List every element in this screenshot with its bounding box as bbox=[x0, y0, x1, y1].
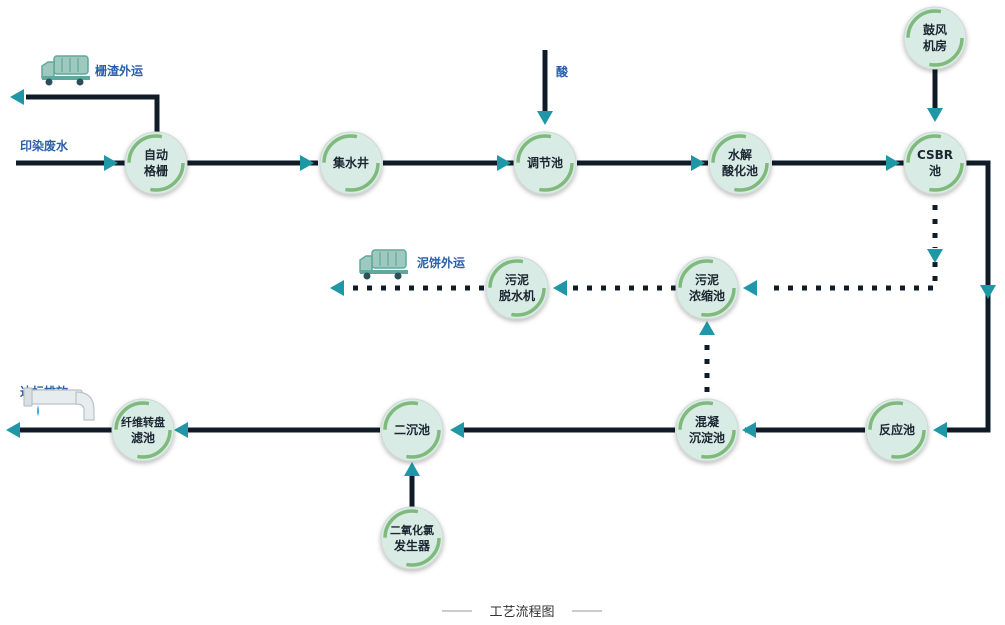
arrow-left-icon bbox=[6, 422, 20, 438]
node-adjust-tank: 调节池 bbox=[513, 131, 577, 195]
sludge-lines bbox=[345, 205, 938, 392]
label-acid: 酸 bbox=[556, 64, 569, 79]
node-label: 二氧化氯 bbox=[390, 523, 434, 537]
arrow-left-icon bbox=[450, 422, 464, 438]
node-label: 自动 bbox=[144, 147, 168, 162]
arrow-down-icon bbox=[927, 249, 943, 263]
node-csbr: CSBR 池 bbox=[903, 131, 967, 195]
dump-truck-icon bbox=[359, 249, 408, 280]
node-chlorine-dioxide: 二氧化氯 发生器 bbox=[380, 506, 444, 570]
caption: 工艺流程图 bbox=[442, 605, 602, 620]
node-label: 混凝 bbox=[695, 414, 720, 429]
node-label: 脱水机 bbox=[499, 288, 535, 303]
arrow-left-icon bbox=[174, 422, 188, 438]
node-sludge-thickener: 污泥 浓缩池 bbox=[675, 256, 739, 320]
node-auto-grid: 自动 格栅 bbox=[124, 131, 188, 195]
node-label: 鼓风 bbox=[923, 22, 947, 37]
arrow-up-icon bbox=[699, 321, 715, 335]
node-label: 集水井 bbox=[332, 155, 369, 170]
node-label: 水解 bbox=[728, 147, 752, 162]
node-label: 浓缩池 bbox=[689, 288, 725, 303]
arrow-right-icon bbox=[300, 155, 314, 171]
arrow-left-icon bbox=[330, 280, 344, 296]
nodes: 自动 格栅 集水井 调节池 水解 酸化池 CSBR 池 bbox=[111, 6, 967, 570]
node-label: CSBR bbox=[917, 148, 953, 162]
node-sludge-dewater: 污泥 脱水机 bbox=[485, 256, 549, 320]
node-label: 酸化池 bbox=[722, 163, 758, 178]
node-label: 发生器 bbox=[393, 538, 431, 553]
sludge-to-thickener bbox=[768, 262, 938, 291]
arrow-left-icon bbox=[553, 280, 567, 296]
arrow-left-icon bbox=[742, 422, 756, 438]
arrow-left-icon bbox=[743, 280, 757, 296]
arrow-down-icon bbox=[980, 285, 996, 299]
node-label: 格栅 bbox=[144, 163, 168, 178]
node-label: 二沉池 bbox=[394, 422, 430, 437]
node-collection-well: 集水井 bbox=[319, 131, 383, 195]
node-label: 污泥 bbox=[695, 272, 719, 287]
label-inflow: 印染废水 bbox=[20, 138, 69, 153]
node-fiber-filter: 纤维转盘 滤池 bbox=[111, 398, 175, 462]
node-label: 纤维转盘 bbox=[121, 415, 165, 429]
pipe-screenings bbox=[26, 94, 160, 132]
arrow-up-icon bbox=[404, 462, 420, 476]
node-label: 调节池 bbox=[527, 155, 563, 170]
pipe-csbr-to-reaction bbox=[938, 160, 991, 433]
arrow-down-icon bbox=[927, 108, 943, 122]
node-label: 机房 bbox=[923, 38, 947, 53]
arrow-left-icon bbox=[933, 422, 947, 438]
label-screenings-out: 栅渣外运 bbox=[95, 63, 143, 78]
arrow-down-icon bbox=[537, 111, 553, 125]
arrows bbox=[6, 89, 996, 476]
node-coag-settle: 混凝 沉淀池 bbox=[675, 398, 739, 462]
arrow-right-icon bbox=[104, 155, 118, 171]
node-blower-room: 鼓风 机房 bbox=[903, 6, 967, 70]
dump-truck-icon bbox=[41, 55, 90, 86]
arrow-right-icon bbox=[691, 155, 705, 171]
label-cake-out: 泥饼外运 bbox=[417, 255, 465, 270]
arrow-right-icon bbox=[886, 155, 900, 171]
arrow-left-icon bbox=[10, 89, 24, 105]
node-label: 沉淀池 bbox=[689, 430, 725, 445]
arrow-right-icon bbox=[497, 155, 511, 171]
node-label: 污泥 bbox=[505, 272, 529, 287]
node-secondary-settle: 二沉池 bbox=[380, 398, 444, 462]
node-label: 反应池 bbox=[879, 422, 915, 437]
node-hydrolysis: 水解 酸化池 bbox=[708, 131, 772, 195]
node-label: 滤池 bbox=[131, 430, 155, 445]
discharge-pipe-icon bbox=[23, 387, 95, 421]
node-reaction-tank: 反应池 bbox=[865, 398, 929, 462]
node-label: 池 bbox=[929, 163, 941, 178]
caption-text: 工艺流程图 bbox=[489, 605, 554, 620]
